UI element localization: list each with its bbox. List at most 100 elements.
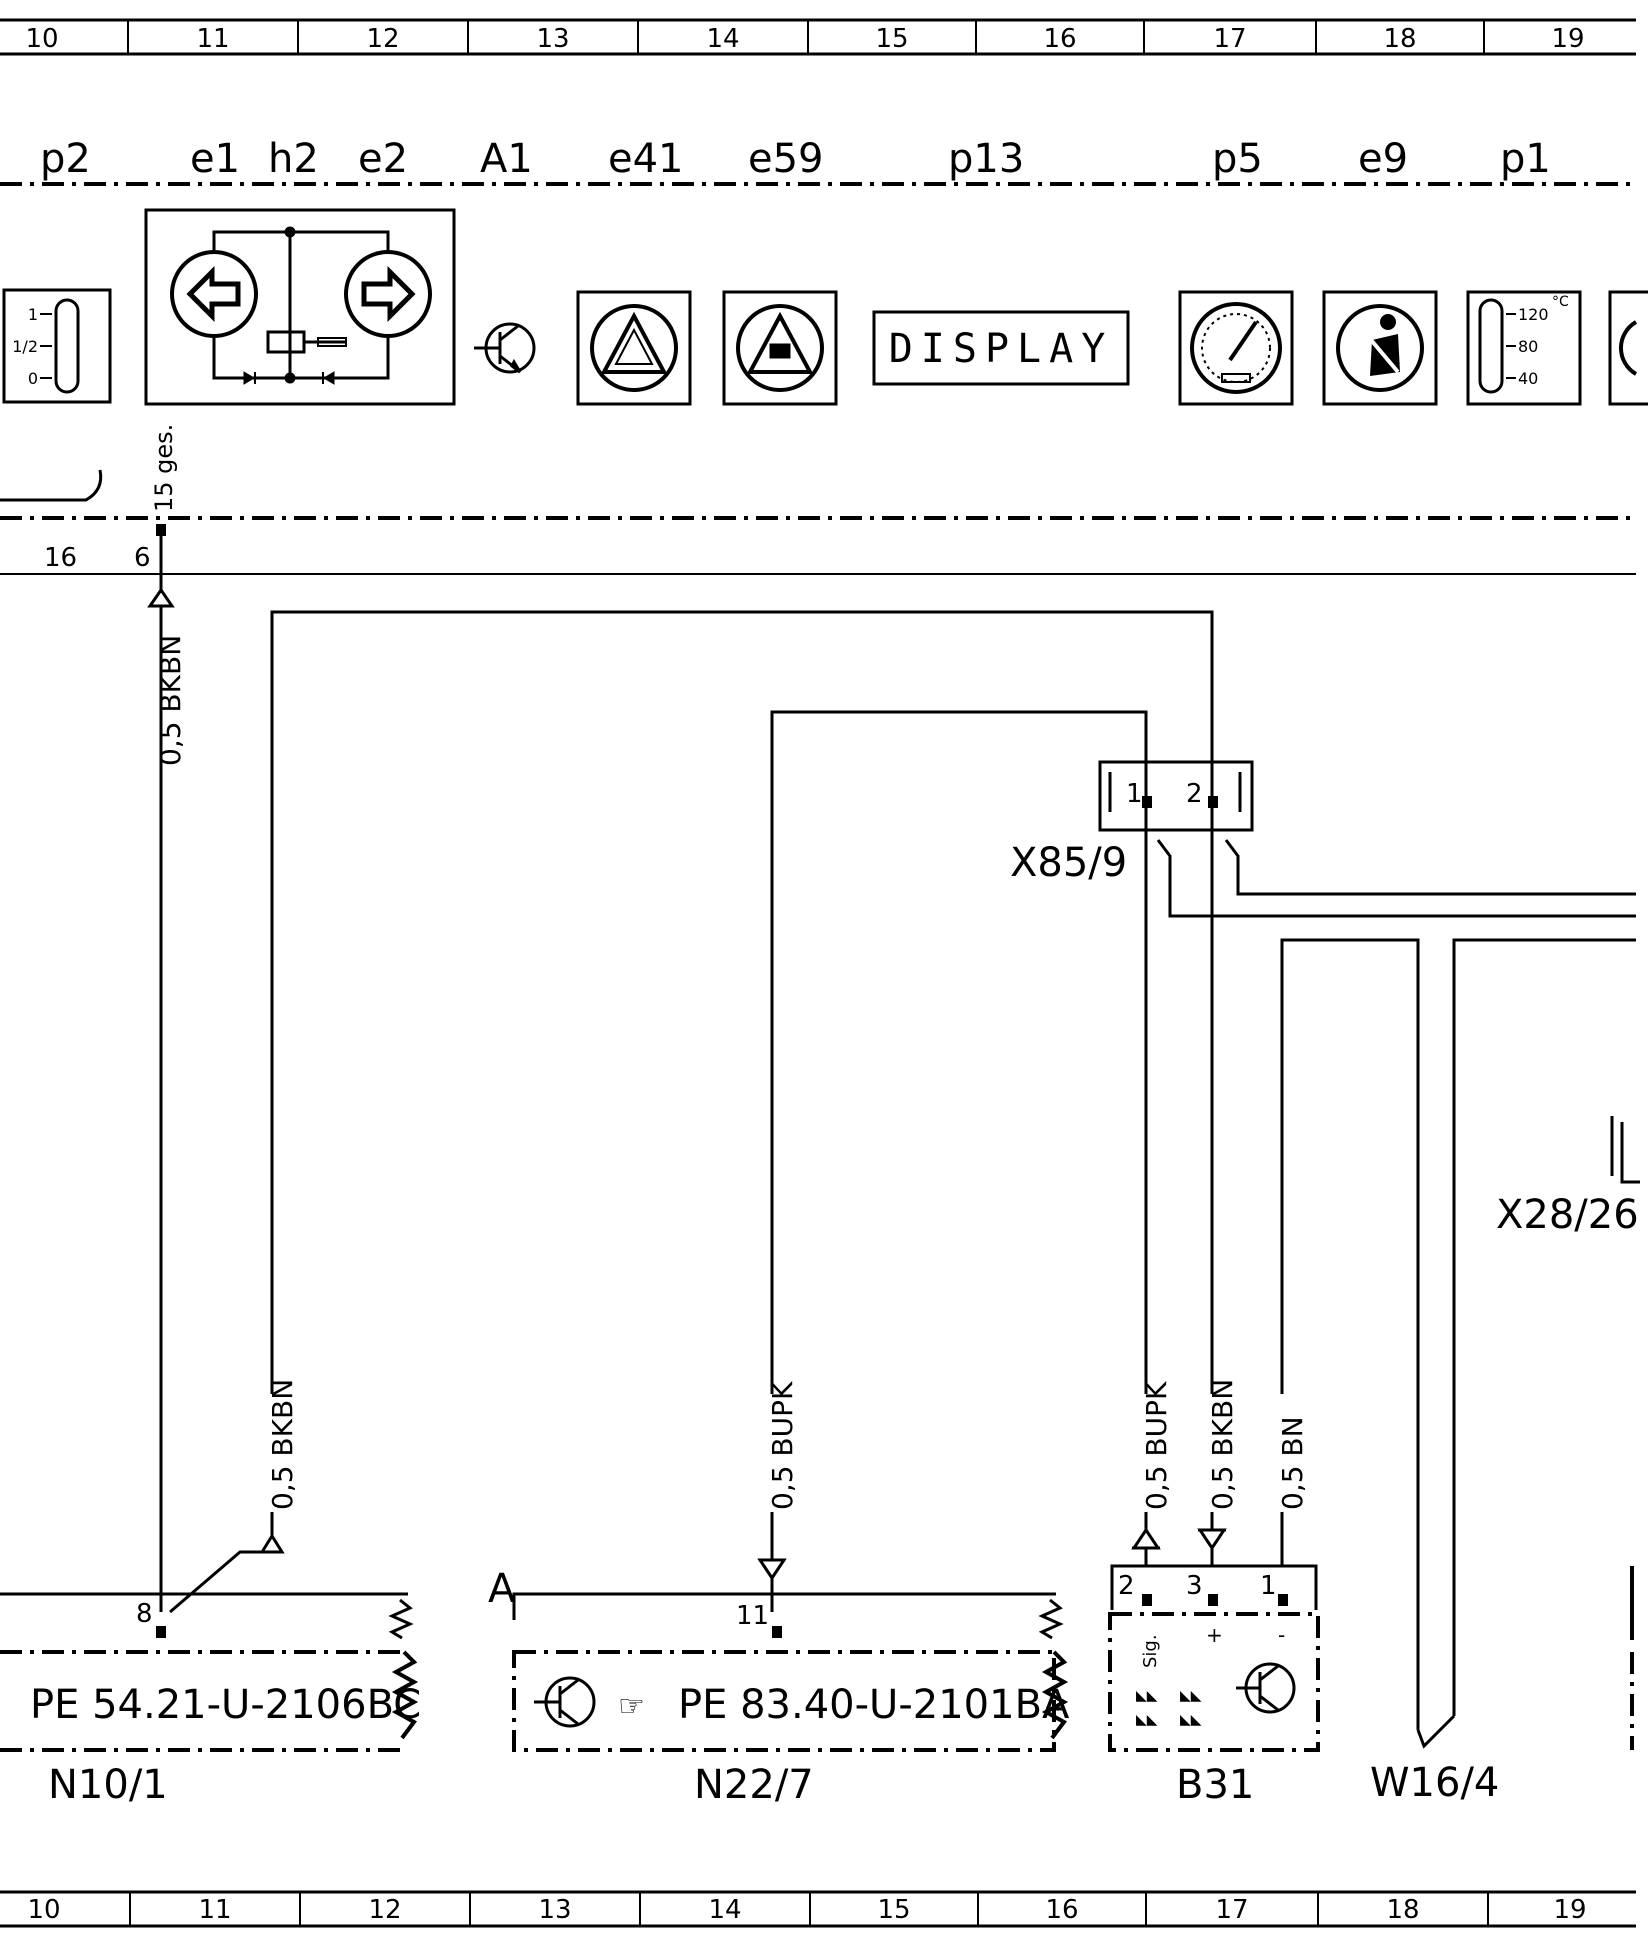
grid-col-17-bottom: 17 xyxy=(1215,1895,1248,1925)
b31-label: B31 xyxy=(1176,1762,1254,1808)
n10-pin-8: 8 xyxy=(136,1599,153,1629)
wire-label-4: 0,5 BUPK xyxy=(1140,1381,1173,1510)
grid-col-12-top: 12 xyxy=(366,24,399,54)
label-e41: e41 xyxy=(608,136,684,182)
relay-coil-icon xyxy=(266,330,306,354)
grid-col-18-top: 18 xyxy=(1383,24,1416,54)
grid-col-16-top: 16 xyxy=(1043,24,1076,54)
b31-pin-label-minus: - xyxy=(1278,1623,1285,1647)
transistor-a1-icon xyxy=(474,322,536,374)
terminal-15-connection: 15 ges. xyxy=(0,424,178,588)
n22-marker: A xyxy=(488,1566,516,1612)
wire-label-1: 0,5 BKBN xyxy=(154,635,187,766)
label-h2: h2 xyxy=(268,136,319,182)
terminal-pin-16: 16 xyxy=(44,543,77,573)
connector-x28-26 xyxy=(1610,1116,1640,1184)
x85-label: X85/9 xyxy=(1010,840,1127,886)
top-grid-bar xyxy=(0,18,1636,56)
hazard-warning-indicator xyxy=(576,290,692,406)
cluster-boundary xyxy=(0,182,1636,520)
wire-label-6: 0,5 BN xyxy=(1276,1416,1309,1510)
speedometer xyxy=(1178,290,1294,406)
svg-text:◣◣: ◣◣ xyxy=(1180,1688,1202,1704)
turn-right-arrow-icon xyxy=(361,265,416,323)
wire-paths xyxy=(147,587,1636,1749)
svg-text:◣◣: ◣◣ xyxy=(1180,1712,1202,1728)
b31-pin-2: 2 xyxy=(1118,1571,1135,1601)
grid-col-18-bottom: 18 xyxy=(1386,1895,1419,1925)
label-e59: e59 xyxy=(748,136,824,182)
grid-col-15-bottom: 15 xyxy=(877,1895,910,1925)
label-p13: p13 xyxy=(948,136,1024,182)
grid-col-10-bottom: 10 xyxy=(27,1895,60,1925)
x85-pin-1: 1 xyxy=(1126,779,1143,809)
grid-col-11-top: 11 xyxy=(196,24,229,54)
module-n22-7 xyxy=(512,1592,1069,1752)
fuel-tick-half: 1/2 xyxy=(12,337,38,356)
bottom-grid-bar xyxy=(0,1890,1636,1928)
grid-col-16-bottom: 16 xyxy=(1045,1895,1078,1925)
label-a1: A1 xyxy=(480,136,533,182)
grid-col-19-bottom: 19 xyxy=(1553,1895,1586,1925)
speedometer-needle-icon xyxy=(1228,320,1258,362)
temp-tick-40: 40 xyxy=(1518,369,1538,388)
grid-col-17-top: 17 xyxy=(1213,24,1246,54)
n22-pin-11: 11 xyxy=(736,1601,769,1631)
splice-label: W16/4 xyxy=(1370,1760,1499,1806)
b31-pin-label-plus: + xyxy=(1206,1623,1223,1647)
grid-col-19-top: 19 xyxy=(1551,24,1584,54)
car-icon xyxy=(769,343,791,359)
pointing-hand-icon: ☞ xyxy=(618,1689,645,1724)
sensor-b31 xyxy=(1108,1564,1320,1752)
seatbelt-indicator xyxy=(1322,290,1438,406)
n10-label: N10/1 xyxy=(48,1762,168,1808)
label-p2: p2 xyxy=(40,136,91,182)
b31-pin-label-sig: Sig. xyxy=(1140,1634,1161,1668)
vehicle-warning-indicator xyxy=(722,290,838,406)
temp-tick-120: 120 xyxy=(1518,305,1549,324)
n22-label: N22/7 xyxy=(694,1762,814,1808)
label-e2: e2 xyxy=(358,136,408,182)
wire-label-3: 0,5 BUPK xyxy=(766,1381,799,1510)
grid-col-15-top: 15 xyxy=(875,24,908,54)
terminal-pin-6: 6 xyxy=(134,543,151,573)
label-e9: e9 xyxy=(1358,136,1408,182)
grid-col-11-bottom: 11 xyxy=(198,1895,231,1925)
n22-ref: PE 83.40-U-2101BA xyxy=(678,1682,1070,1728)
label-e1: e1 xyxy=(190,136,240,182)
n10-ref: PE 54.21-U-2106BC xyxy=(30,1682,421,1728)
warning-triangle-icon xyxy=(600,311,668,374)
wire-label-5: 0,5 BKBN xyxy=(1206,1379,1239,1510)
fuel-gauge: 1 1/2 0 xyxy=(2,288,112,404)
fuel-tick-empty: 0 xyxy=(28,369,38,388)
turn-left-arrow-icon xyxy=(186,265,241,323)
label-p1: p1 xyxy=(1500,136,1551,182)
partial-gauge-right xyxy=(1608,290,1648,406)
connector-x85-9 xyxy=(1098,760,1254,832)
grid-col-13-bottom: 13 xyxy=(538,1895,571,1925)
label-p5: p5 xyxy=(1212,136,1263,182)
grid-col-14-top: 14 xyxy=(706,24,739,54)
display-text: DISPLAY xyxy=(889,326,1114,372)
grid-col-10-top: 10 xyxy=(25,24,58,54)
turn-signal-indicator xyxy=(144,208,456,406)
multifunction-display: DISPLAY xyxy=(872,310,1130,386)
led-array-icon: ◣◣ ◣◣ ◣◣ ◣◣ xyxy=(1136,1688,1202,1728)
grid-col-13-top: 13 xyxy=(536,24,569,54)
wire-label-2: 0,5 BKBN xyxy=(266,1379,299,1510)
terminal-15-label: 15 ges. xyxy=(150,424,178,512)
b31-pin-3: 3 xyxy=(1186,1571,1203,1601)
grid-col-14-bottom: 14 xyxy=(708,1895,741,1925)
temp-unit: °C xyxy=(1552,294,1569,310)
module-n10-1 xyxy=(0,1592,419,1752)
fuel-tick-full: 1 xyxy=(28,305,38,324)
temp-tick-80: 80 xyxy=(1518,337,1538,356)
coolant-temp-gauge: 120 80 40 °C xyxy=(1466,290,1582,406)
svg-text:◣◣: ◣◣ xyxy=(1136,1712,1158,1728)
x28-label: X28/26 xyxy=(1496,1192,1639,1238)
grid-col-12-bottom: 12 xyxy=(368,1895,401,1925)
b31-pin-1: 1 xyxy=(1260,1571,1277,1601)
svg-text:◣◣: ◣◣ xyxy=(1136,1688,1158,1704)
x85-pin-2: 2 xyxy=(1186,779,1203,809)
